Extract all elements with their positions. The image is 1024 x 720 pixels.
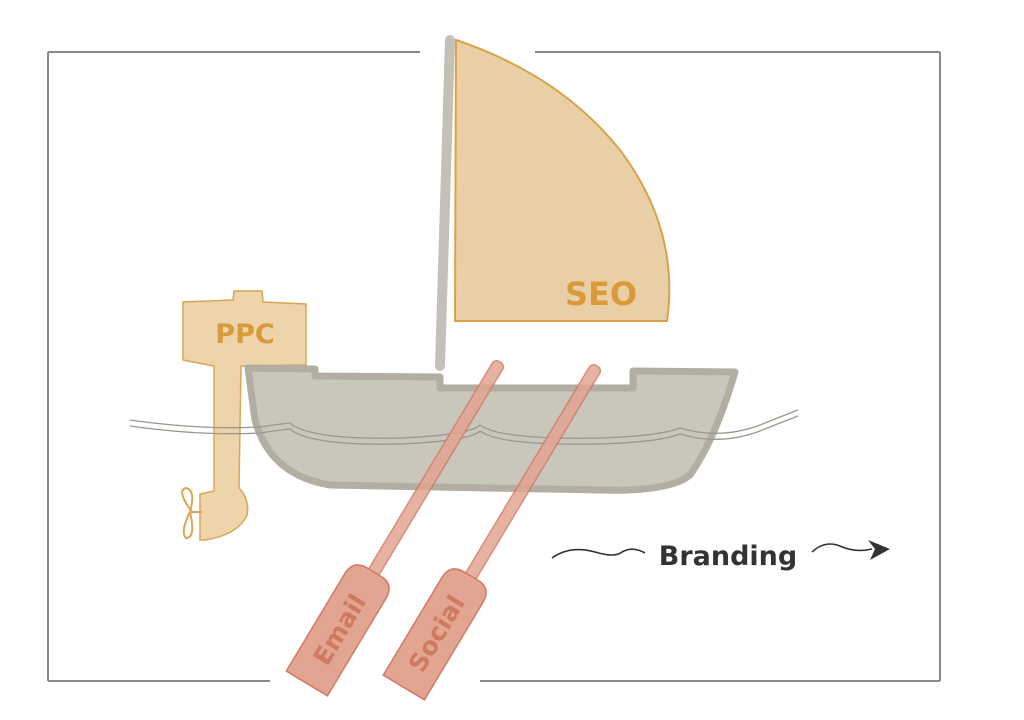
sail [453, 38, 671, 322]
ppc-label: PPC [215, 319, 274, 350]
branding-label: Branding [659, 541, 797, 572]
water-waves [129, 409, 799, 445]
squiggle-right [811, 543, 873, 553]
seo-label: SEO [565, 275, 637, 313]
arrow-right-icon [868, 540, 890, 560]
boat-hull [244, 364, 739, 494]
mast [435, 35, 455, 371]
ppc-sign [181, 290, 307, 541]
frame [47, 51, 941, 682]
squiggle-left [551, 548, 646, 559]
